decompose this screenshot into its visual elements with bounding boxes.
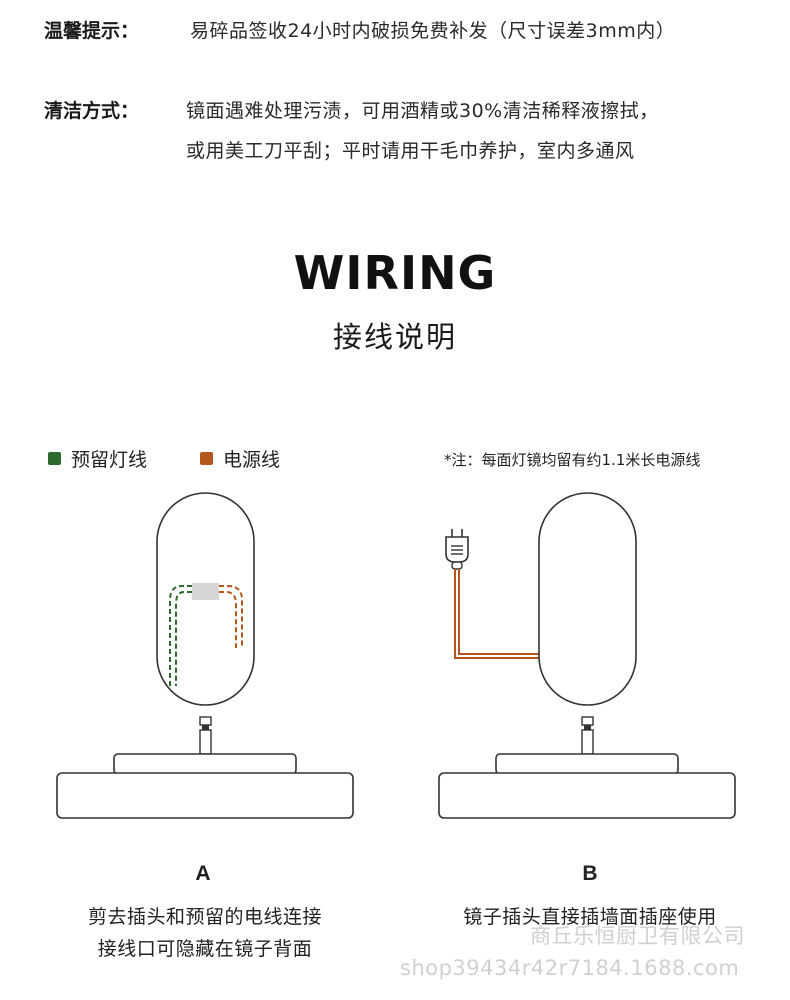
- reserved-wire-a-outer: [169, 585, 192, 690]
- power-wire-swatch: [200, 452, 213, 465]
- stand-b-cap: [581, 716, 594, 726]
- diagram-b-caption-line1: 镜子插头直接插墙面插座使用: [463, 906, 717, 928]
- base-b-top: [495, 753, 679, 775]
- stand-a-joint: [202, 725, 209, 730]
- legend-power-wire: 电源线: [200, 445, 280, 472]
- mirror-b-outline: [538, 492, 637, 706]
- diagram-a-caption-line2: 接线口可隐藏在镜子背面: [97, 938, 313, 960]
- power-wire-b-inner: [458, 569, 540, 655]
- stand-b-joint: [584, 725, 591, 730]
- reserved-wire-a-inner: [175, 591, 192, 686]
- diagram-a-caption-line1: 剪去插头和预留的电线连接: [87, 906, 322, 928]
- cleaning-label: 清洁方式：: [44, 100, 140, 122]
- power-wire-a-outer: [219, 585, 243, 648]
- wiring-title: WIRING: [293, 246, 497, 300]
- base-a-bottom: [56, 772, 354, 819]
- power-wire-b-outer: [454, 569, 540, 659]
- wiring-subtitle: 接线说明: [332, 320, 457, 354]
- power-wire-label: 电源线: [223, 449, 281, 471]
- cleaning-text-line1: 镜面遇难处理污渍，可用酒精或30%清洁稀释液擦拭，: [186, 100, 659, 122]
- cleaning-text-line2: 或用美工刀平刮；平时请用干毛巾养护，室内多通风: [186, 140, 635, 162]
- reserved-wire-swatch: [48, 452, 61, 465]
- diagram-a-letter: A: [195, 862, 211, 885]
- watermark-company: 商丘乐恒厨卫有限公司: [530, 924, 745, 948]
- diagram-a-illustration: [56, 492, 354, 819]
- diagram-b-letter: B: [582, 862, 598, 885]
- junction-box-a: [192, 583, 219, 600]
- stand-a-post: [199, 729, 212, 755]
- reminder-text: 易碎品签收24小时内破损免费补发（尺寸误差3mm内）: [190, 20, 676, 42]
- diagram-b-illustration: [438, 492, 736, 819]
- legend-reserved-wire: 预留灯线: [48, 445, 147, 472]
- power-cord-note: *注：每面灯镜均留有约1.1米长电源线: [444, 451, 701, 469]
- plug-icon: [445, 529, 469, 570]
- reminder-label: 温馨提示：: [44, 20, 140, 42]
- stand-b-post: [581, 729, 594, 755]
- stand-a-cap: [199, 716, 212, 726]
- base-a-top: [113, 753, 297, 775]
- watermark-shop-url: shop39434r42r7184.1688.com: [400, 956, 740, 980]
- power-wire-a-inner: [219, 591, 237, 648]
- reserved-wire-label: 预留灯线: [71, 449, 148, 471]
- base-b-bottom: [438, 772, 736, 819]
